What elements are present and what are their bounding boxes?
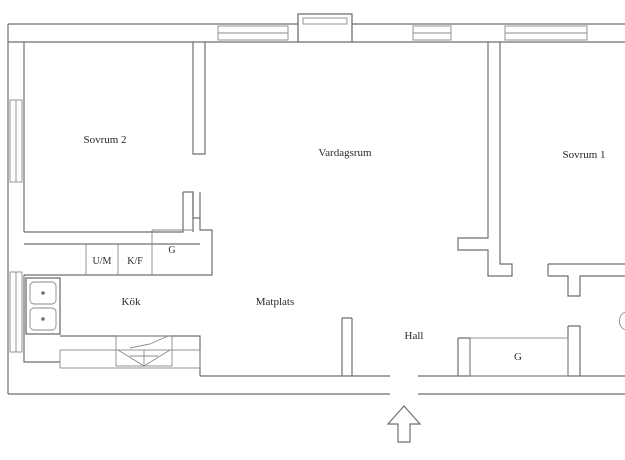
closets xyxy=(85,229,193,275)
interior-walls xyxy=(23,42,625,376)
room-label-hall-closet: G xyxy=(514,351,522,363)
entrance-arrow-icon xyxy=(386,405,422,443)
room-label-vardagsrum: Vardagsrum xyxy=(318,147,372,159)
hall-closet xyxy=(469,337,569,377)
room-label-kok: Kök xyxy=(122,296,141,308)
windows xyxy=(9,25,588,353)
room-label-sovrum-2: Sovrum 2 xyxy=(83,134,126,146)
exterior-walls xyxy=(7,13,625,395)
top-bay xyxy=(297,13,353,43)
sink-icon xyxy=(29,281,57,331)
closet-label-kf: K/F xyxy=(127,256,143,267)
room-label-matplats: Matplats xyxy=(256,296,295,308)
closet-label-g: G xyxy=(168,245,175,256)
stove-hood-icon xyxy=(115,335,173,367)
door-swing xyxy=(618,311,625,331)
kitchen-counter xyxy=(25,277,201,369)
closet-label-um: U/M xyxy=(93,256,112,267)
room-label-hall: Hall xyxy=(405,330,424,342)
room-label-sovrum-1: Sovrum 1 xyxy=(562,149,605,161)
